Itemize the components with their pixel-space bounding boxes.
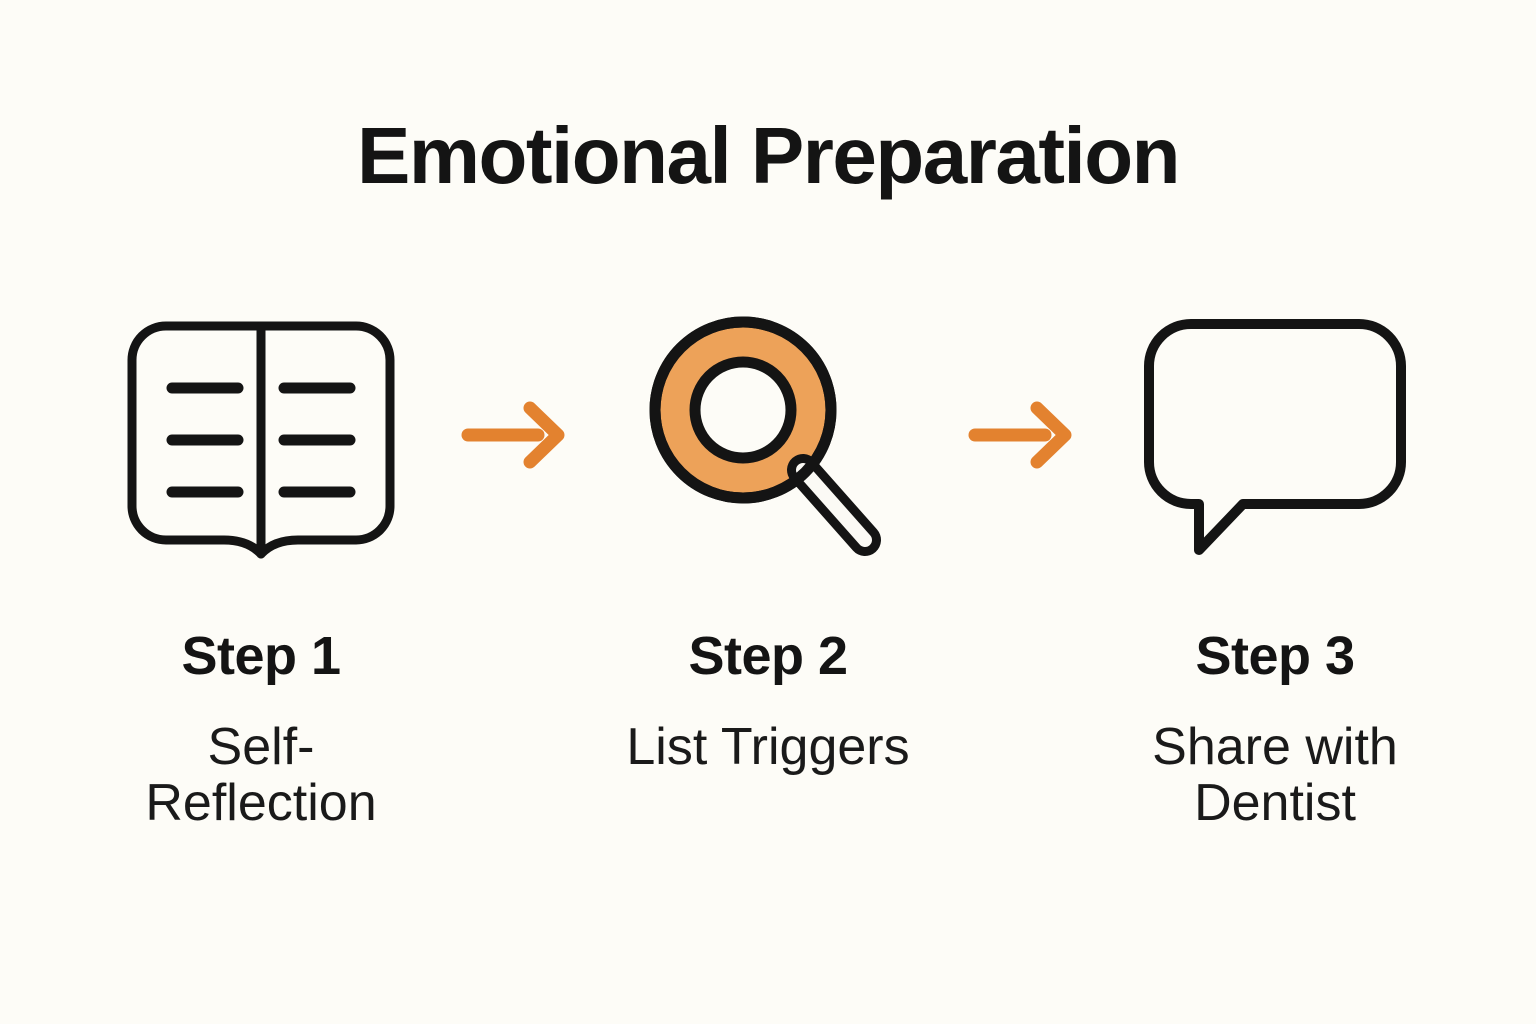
step-3-icon-container bbox=[1125, 300, 1425, 570]
step-2-icon-container bbox=[618, 300, 918, 570]
step-3-description: Share with Dentist bbox=[1152, 717, 1398, 832]
step-2-number-label: Step 2 bbox=[688, 626, 848, 686]
step-1-number-label: Step 1 bbox=[181, 626, 341, 686]
steps-flow: Step 1 Self-Reflection bbox=[96, 300, 1440, 920]
magnifying-glass-icon bbox=[649, 316, 881, 556]
arrow-right-icon bbox=[461, 401, 564, 469]
step-card-3: Step 3 Share with Dentist bbox=[1110, 300, 1440, 831]
open-book-icon bbox=[127, 321, 395, 559]
step-1-icon-container bbox=[111, 300, 411, 570]
step-2-description: List Triggers bbox=[626, 717, 910, 776]
speech-bubble-icon bbox=[1144, 319, 1406, 555]
connector-1-container bbox=[450, 300, 580, 570]
step-card-1: Step 1 Self-Reflection bbox=[96, 300, 426, 831]
arrow-right-icon bbox=[968, 401, 1071, 469]
step-card-2: Step 2 List Triggers bbox=[603, 300, 933, 775]
step-3-number-label: Step 3 bbox=[1195, 626, 1355, 686]
step-1-description: Self-Reflection bbox=[145, 717, 377, 832]
page-title: Emotional Preparation bbox=[357, 111, 1180, 200]
connector-2-container bbox=[957, 300, 1087, 570]
